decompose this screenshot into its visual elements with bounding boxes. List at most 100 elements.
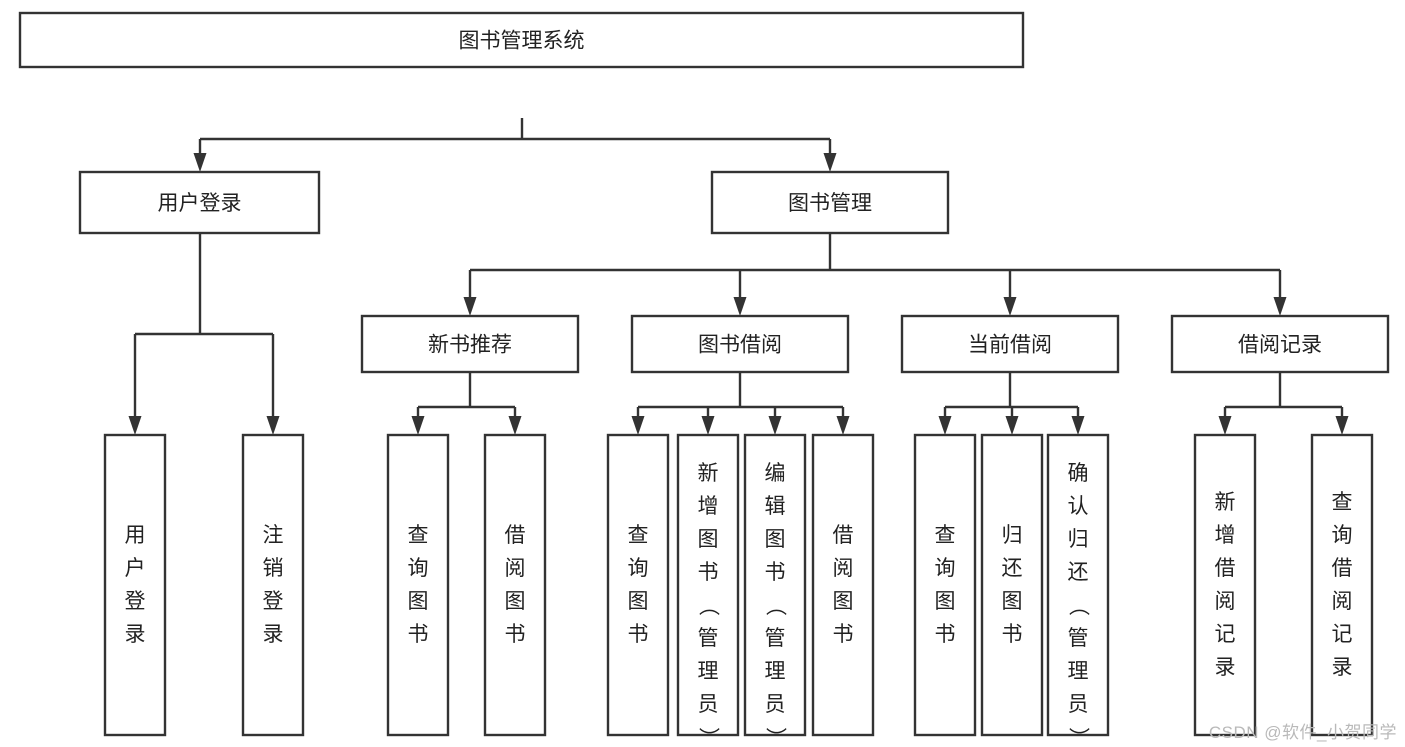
svg-text:询: 询 bbox=[1332, 524, 1353, 547]
node-box bbox=[980, 433, 1044, 737]
node-box bbox=[78, 170, 321, 235]
node-root[interactable]: 图书管理系统 bbox=[18, 11, 1025, 69]
svg-text:询: 询 bbox=[628, 557, 649, 580]
svg-text:管: 管 bbox=[765, 627, 786, 650]
node-book-management[interactable]: 图书管理 bbox=[710, 170, 950, 235]
arrow-head bbox=[128, 416, 142, 435]
svg-text:增: 增 bbox=[1215, 524, 1236, 547]
svg-text:图: 图 bbox=[628, 590, 649, 613]
node-label: 图书借阅 bbox=[698, 334, 782, 357]
svg-text:理: 理 bbox=[765, 660, 786, 683]
node-label: 新书推荐 bbox=[428, 334, 512, 357]
arrow-head bbox=[1218, 416, 1232, 435]
svg-text:确: 确 bbox=[1068, 462, 1089, 485]
svg-text:还: 还 bbox=[1068, 561, 1089, 584]
svg-text:阅: 阅 bbox=[505, 557, 526, 580]
node-box bbox=[1046, 433, 1110, 737]
svg-text:记: 记 bbox=[1332, 623, 1353, 646]
svg-text:图: 图 bbox=[408, 590, 429, 613]
arrow-head bbox=[1003, 297, 1017, 316]
arrow-head bbox=[508, 416, 522, 435]
node-label: 借阅记录 bbox=[1238, 334, 1322, 357]
svg-text:借: 借 bbox=[1215, 557, 1236, 580]
svg-text:辑: 辑 bbox=[765, 495, 786, 518]
node-box bbox=[1193, 433, 1257, 737]
node-user-login[interactable]: 用户登录 bbox=[78, 170, 321, 235]
node-borrow-record[interactable]: 借阅记录 bbox=[1170, 314, 1390, 374]
node-leaf-user-login[interactable]: 用户登录 bbox=[103, 433, 167, 737]
svg-text:阅: 阅 bbox=[833, 557, 854, 580]
node-current-borrow[interactable]: 当前借阅 bbox=[900, 314, 1120, 374]
node-box bbox=[913, 433, 977, 737]
svg-text:图: 图 bbox=[765, 528, 786, 551]
arrow-head bbox=[1273, 297, 1287, 316]
node-label: 用户登录 bbox=[125, 524, 146, 646]
svg-text:新: 新 bbox=[1215, 491, 1236, 514]
node-box bbox=[360, 314, 580, 374]
svg-text:销: 销 bbox=[263, 557, 284, 580]
arrow-head bbox=[193, 153, 207, 172]
svg-text:图: 图 bbox=[1002, 590, 1023, 613]
node-box bbox=[18, 11, 1025, 69]
svg-text:认: 认 bbox=[1068, 495, 1089, 518]
svg-text:）: ） bbox=[764, 727, 787, 747]
svg-text:书: 书 bbox=[698, 561, 719, 584]
svg-text:（: （ bbox=[764, 595, 787, 616]
node-box bbox=[676, 433, 740, 737]
node-box bbox=[1170, 314, 1390, 374]
node-box bbox=[630, 314, 850, 374]
svg-text:记: 记 bbox=[1215, 623, 1236, 646]
node-box bbox=[103, 433, 167, 737]
svg-text:登: 登 bbox=[125, 590, 146, 613]
svg-text:查: 查 bbox=[1332, 491, 1353, 514]
svg-text:录: 录 bbox=[1215, 656, 1236, 679]
svg-text:管: 管 bbox=[1068, 627, 1089, 650]
node-box bbox=[811, 433, 875, 737]
svg-text:询: 询 bbox=[935, 557, 956, 580]
svg-text:书: 书 bbox=[628, 623, 649, 646]
svg-text:图: 图 bbox=[833, 590, 854, 613]
svg-text:编: 编 bbox=[765, 462, 786, 485]
arrow-head bbox=[1335, 416, 1349, 435]
svg-text:查: 查 bbox=[935, 524, 956, 547]
svg-text:书: 书 bbox=[765, 561, 786, 584]
svg-text:借: 借 bbox=[1332, 557, 1353, 580]
svg-text:员: 员 bbox=[1068, 693, 1089, 716]
svg-text:查: 查 bbox=[628, 524, 649, 547]
arrow-head bbox=[1071, 416, 1085, 435]
arrow-head bbox=[701, 416, 715, 435]
svg-text:增: 增 bbox=[698, 495, 719, 518]
svg-text:借: 借 bbox=[505, 524, 526, 547]
node-book-borrow[interactable]: 图书借阅 bbox=[630, 314, 850, 374]
svg-text:书: 书 bbox=[1002, 623, 1023, 646]
node-new-book-recommend[interactable]: 新书推荐 bbox=[360, 314, 580, 374]
svg-text:图: 图 bbox=[698, 528, 719, 551]
node-box bbox=[241, 433, 305, 737]
arrow-head bbox=[733, 297, 747, 316]
svg-text:书: 书 bbox=[505, 623, 526, 646]
svg-text:新: 新 bbox=[698, 462, 719, 485]
node-box bbox=[710, 170, 950, 235]
